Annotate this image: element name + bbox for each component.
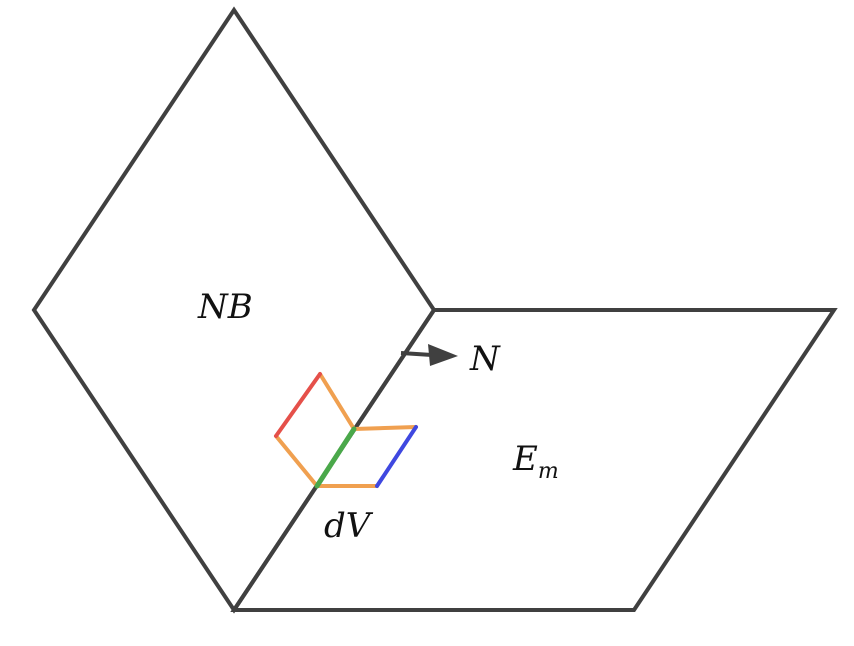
normal-arrow bbox=[400, 344, 458, 366]
em-label-base: E bbox=[512, 439, 538, 479]
dv-element bbox=[274, 372, 418, 489]
em-parallelogram bbox=[230, 308, 838, 612]
dv-left-bottom-edge bbox=[274, 434, 319, 488]
dv-green-edge bbox=[314, 426, 357, 489]
dv-blue-edge bbox=[375, 425, 418, 488]
dv-right-top-edge bbox=[352, 425, 418, 431]
dv-left-top-edge bbox=[318, 372, 356, 431]
nb-label: NB bbox=[197, 287, 253, 327]
em-label-subscript: m bbox=[538, 459, 559, 484]
em-label: Em bbox=[512, 439, 559, 484]
dv-label: dV bbox=[324, 506, 374, 546]
normal-label: N bbox=[469, 339, 501, 379]
dv-red-edge bbox=[274, 372, 322, 438]
